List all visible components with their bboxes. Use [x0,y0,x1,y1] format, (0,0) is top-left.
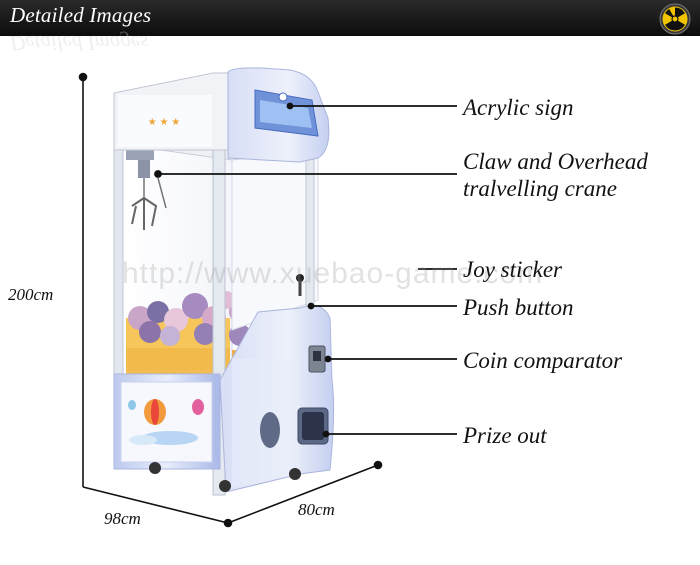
claw-machine: ★ ★ ★ [113,67,335,496]
callout-coin-comparator: Coin comparator [463,348,623,373]
callout-prize-out: Prize out [463,423,547,448]
dimension-lines [78,72,383,528]
dimension-height-label: 200cm [8,285,54,304]
callout-acrylic-sign: Acrylic sign [463,95,574,120]
callout-claw-crane-line1: Claw and Overhead [463,149,648,174]
header-bar: Detailed Images Detailed Images [0,0,700,55]
dimension-width-label: 80cm [298,500,335,519]
callout-claw-crane-line2: tralvelling crane [463,176,617,201]
dimension-depth-label: 98cm [104,509,141,528]
balloon-artwork [128,399,204,445]
page-title: Detailed Images [10,3,152,27]
callout-push-button: Push button [463,295,574,320]
leader-lines [154,102,457,438]
svg-text:★ ★ ★: ★ ★ ★ [148,117,180,128]
nuclear-badge-icon [659,3,691,35]
callout-joystick: Joy sticker [463,257,562,282]
